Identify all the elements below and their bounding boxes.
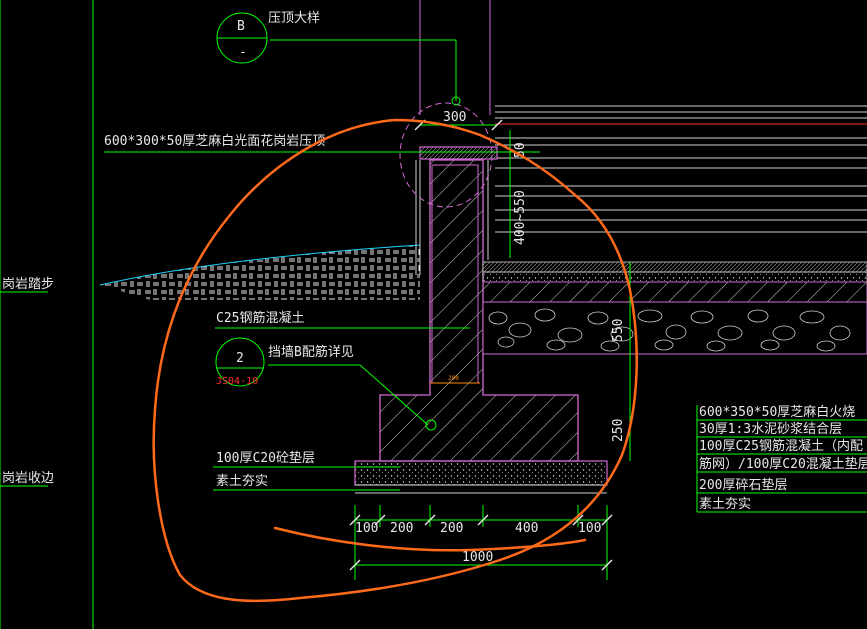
detail-b-title: 压顶大样 [268,11,320,26]
c20-cushion-layer [354,460,608,494]
label-cushion: 100厚C20砼垫层 [216,450,315,466]
dim-total: 1000 [462,550,493,565]
coping-stone [419,146,498,160]
ground-fill [99,244,421,300]
frame-lines [0,0,491,629]
detail-b-letter: B [237,19,245,34]
dim-bottom-1: 100 [355,521,378,536]
label-soil: 素土夯实 [216,474,268,489]
leader-lines [0,39,867,580]
left-label-edging: 岗岩收边 [2,471,54,486]
detail-2-note: 挡墙B配筋详见 [268,344,354,360]
label-small-200: 200 [448,375,459,382]
label-coping: 600*300*50厚芝麻白光面花岗岩压顶 [104,133,325,149]
right-layer-1: 600*350*50厚芝麻白火烧 [699,404,855,420]
detail-b-symbol [216,12,268,64]
dim-v-footing: 250 [611,419,626,442]
detail-2-symbol [215,337,265,387]
right-layer-2: 30厚1:3水泥砂浆结合层 [699,422,842,437]
detail-2-number: 2 [236,351,244,366]
right-layer-6: 素土夯实 [699,497,751,512]
markup-underline-stroke [273,526,587,552]
detail-b-callout-circle [399,102,493,208]
paving-layers [482,261,867,355]
left-label-steps: 岗岩踏步 [2,277,54,292]
dim-bottom-4: 400 [515,521,538,536]
right-layer-4: 筋网）/100厚C20混凝土垫层 [699,456,867,472]
label-concrete: C25钢筋混凝土 [216,310,304,326]
dim-bottom-3: 200 [440,521,463,536]
dim-top: 300 [443,110,466,125]
dim-v-wall: 400~550 [513,190,528,245]
paving-plan-lines [495,105,867,233]
detail-2-ref: JS04-10 [216,376,258,387]
dim-bottom-2: 200 [390,521,413,536]
detail-b-sub: - [239,45,247,60]
dim-bottom-5: 100 [578,521,601,536]
right-layer-3: 100厚C25钢筋混凝土（内配 [699,438,863,454]
right-layer-5: 200厚碎石垫层 [699,477,787,493]
markup-freehand-circle [152,118,638,603]
dim-v-mid: 550 [611,319,626,342]
